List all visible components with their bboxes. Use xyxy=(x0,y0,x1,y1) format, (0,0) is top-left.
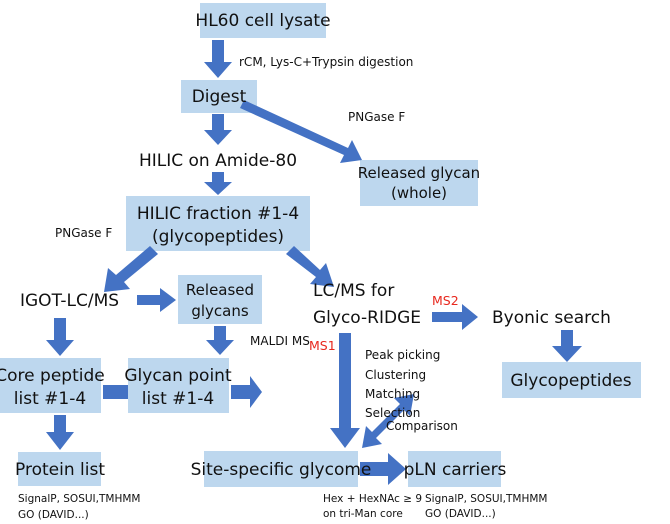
site-specific-box xyxy=(204,451,358,487)
lcms-label-2: Glyco-RIDGE xyxy=(313,308,421,328)
digestion-label: rCM, Lys-C+Trypsin digestion xyxy=(239,55,413,69)
arrow-to-igot xyxy=(104,246,158,292)
protein-notes-1: SignalP, SOSUI,TMHMM xyxy=(18,493,140,505)
step-peak-picking: Peak picking xyxy=(365,348,440,362)
glycan-point-box xyxy=(128,358,229,413)
hilic-amide-label: HILIC on Amide-80 xyxy=(139,151,297,171)
pln-box xyxy=(408,451,501,487)
comparison-double-arrow xyxy=(362,394,414,448)
arrow-site-pln xyxy=(360,453,406,485)
step-matching: Matching xyxy=(365,387,420,401)
pln-label: pLN carriers xyxy=(404,460,507,480)
arrow-down-igot-core xyxy=(46,318,74,356)
core-peptide-label-1: Core peptide xyxy=(0,366,105,386)
released-glycan-whole-label-2: (whole) xyxy=(391,184,447,202)
released-glycans-label-1: Released xyxy=(186,281,254,299)
core-peptide-box xyxy=(0,358,101,413)
site-notes-1: Hex + HexNAc ≥ 9 xyxy=(323,493,422,505)
glycan-point-label-1: Glycan point xyxy=(124,366,232,386)
arrow-down-ms1 xyxy=(330,333,360,448)
glycan-point-label-2: list #1-4 xyxy=(142,389,214,409)
arrow-glycan-to-ms1 xyxy=(231,376,262,408)
lysate-label: HL60 cell lysate xyxy=(195,11,330,31)
maldi-label: MALDI MS xyxy=(250,334,310,348)
protein-list-label: Protein list xyxy=(15,460,105,480)
ms1-label: MS1 xyxy=(309,338,336,353)
arrow-digest-released-glycan xyxy=(240,100,362,163)
arrow-ms2-byonic xyxy=(432,304,478,330)
ms2-label: MS2 xyxy=(432,293,459,308)
released-glycans-label-2: glycans xyxy=(191,302,249,320)
glycopeptides-box xyxy=(502,362,641,398)
site-notes-2: on tri-Man core xyxy=(323,508,403,520)
released-glycans-box xyxy=(178,275,262,324)
pngase-label-1: PNGase F xyxy=(348,110,405,124)
arrow-down-digest-hilic xyxy=(204,114,232,145)
arrow-down-byonic-glycopeptides xyxy=(552,330,582,362)
protein-list-box xyxy=(18,452,101,486)
arrows xyxy=(46,40,582,485)
step-clustering: Clustering xyxy=(365,368,426,382)
pln-notes-1: SignalP, SOSUI,TMHMM xyxy=(425,493,547,505)
connector-core-glycan xyxy=(103,385,128,399)
pngase-label-2: PNGase F xyxy=(55,226,112,240)
igot-label: IGOT-LC/MS xyxy=(20,291,119,311)
pln-notes-2: GO (DAVID...) xyxy=(425,508,496,520)
byonic-label: Byonic search xyxy=(492,308,611,328)
arrow-down-hilic-fraction xyxy=(204,172,232,195)
released-glycan-whole-label-1: Released glycan xyxy=(358,164,480,182)
glycopeptides-label: Glycopeptides xyxy=(510,371,631,391)
arrow-igot-released xyxy=(137,288,176,312)
hilic-fraction-box xyxy=(126,196,310,251)
hilic-fraction-label-1: HILIC fraction #1-4 xyxy=(137,204,299,224)
arrow-down-core-protein xyxy=(46,415,74,450)
released-glycan-whole-box xyxy=(360,160,478,206)
arrow-down-maldi xyxy=(206,326,234,355)
lysate-box xyxy=(200,3,326,38)
step-selection: Selection xyxy=(365,406,420,420)
core-peptide-label-2: list #1-4 xyxy=(14,389,86,409)
hilic-fraction-label-2: (glycopeptides) xyxy=(152,227,284,247)
site-specific-label: Site-specific glycome xyxy=(191,460,372,480)
lcms-label-1: LC/MS for xyxy=(313,281,394,301)
digest-label: Digest xyxy=(192,87,247,107)
arrow-to-lcms xyxy=(286,246,334,287)
arrow-down-lysate-digest xyxy=(204,40,232,78)
comparison-label: Comparison xyxy=(386,419,458,433)
protein-notes-2: GO (DAVID...) xyxy=(18,509,89,521)
